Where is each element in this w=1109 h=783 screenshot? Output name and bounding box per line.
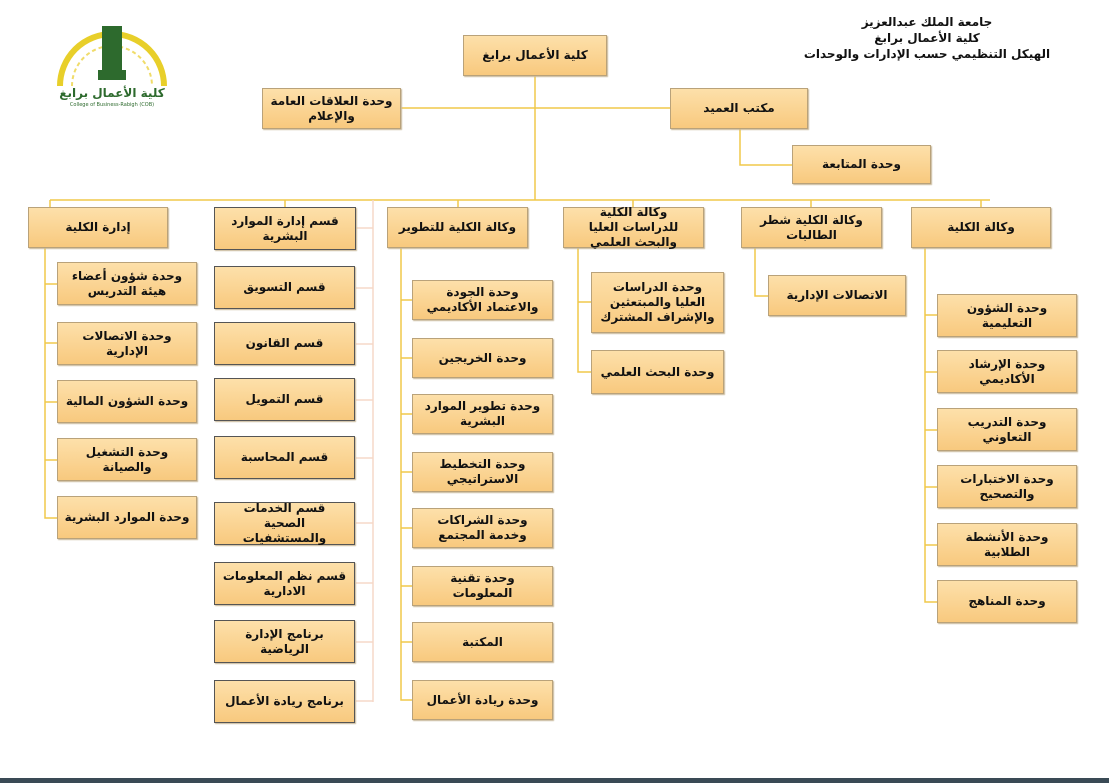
departments-unit-box: برنامج ريادة الأعمال (214, 680, 355, 723)
vice-deanship-female-box: وكالة الكلية شطر الطالبات (741, 207, 882, 248)
logo-emblem-icon (57, 26, 167, 87)
college-administration-box: إدارة الكلية (28, 207, 168, 248)
dean-office-box: مكتب العميد (670, 88, 808, 129)
vice-deanship-graduate-box: وكالة الكلية للدراسات العليا والبحث العل… (563, 205, 704, 249)
development-unit-box: المكتبة (412, 622, 553, 662)
departments-unit-box: قسم المحاسبة (214, 436, 355, 479)
vice-unit-box: وحدة الأنشطة الطلابية (937, 523, 1077, 566)
development-unit-box: وحدة تطوير الموارد البشرية (412, 394, 553, 434)
bottom-border (0, 778, 1109, 783)
logo-english-text: College of Business-Rabigh (COB) (69, 102, 155, 108)
departments-unit-box: قسم القانون (214, 322, 355, 365)
development-unit-box: وحدة التخطيط الاستراتيجي (412, 452, 553, 492)
graduate-unit-box: وحدة البحث العلمي (591, 350, 724, 394)
vice-unit-box: وحدة التدريب التعاوني (937, 408, 1077, 451)
vice-unit-box: وحدة الإرشاد الأكاديمي (937, 350, 1077, 393)
development-unit-box: وحدة تقنية المعلومات (412, 566, 553, 606)
development-unit-box: وحدة ريادة الأعمال (412, 680, 553, 720)
departments-unit-box: قسم نظم المعلومات الادارية (214, 562, 355, 605)
female-unit-box: الاتصالات الإدارية (768, 275, 906, 316)
university-name: جامعة الملك عبدالعزيز (861, 15, 993, 29)
vice-unit-box: وحدة الاختبارات والتصحيح (937, 465, 1077, 508)
departments-unit-box: برنامج الإدارة الرياضية (214, 620, 355, 663)
college-name: كلية الأعمال برابغ (874, 31, 980, 45)
admin-unit-box: وحدة شؤون أعضاء هيئة التدريس (57, 262, 197, 305)
college-logo: كلية الأعمال برابغ College of Business-R… (52, 8, 172, 108)
vice-unit-box: وحدة المناهج (937, 580, 1077, 623)
departments-unit-box: قسم الخدمات الصحية والمستشفيات (214, 501, 355, 545)
admin-unit-box: وحدة الشؤون المالية (57, 380, 197, 423)
admin-unit-box: وحدة التشغيل والصيانة (57, 438, 197, 481)
development-unit-box: وحدة الشراكات وخدمة المجتمع (412, 508, 553, 548)
hr-management-department-box: قسم إدارة الموارد البشرية (214, 207, 356, 250)
development-unit-box: وحدة الخريجين (412, 338, 553, 378)
vice-unit-box: وحدة الشؤون التعليمية (937, 294, 1077, 337)
follow-up-box: وحدة المتابعة (792, 145, 931, 184)
logo-arabic-text: كلية الأعمال برابغ (59, 86, 165, 100)
vice-deanship-development-box: وكالة الكلية للتطوير (387, 207, 528, 248)
vice-deanship-box: وكالة الكلية (911, 207, 1051, 248)
departments-unit-box: قسم التسويق (214, 266, 355, 309)
admin-unit-box: وحدة الموارد البشرية (57, 496, 197, 539)
root-box: كلية الأعمال برابغ (463, 35, 607, 76)
document-header: جامعة الملك عبدالعزيز كلية الأعمال برابغ… (797, 14, 1057, 62)
departments-unit-box: قسم التمويل (214, 378, 355, 421)
graduate-unit-box: وحدة الدراسات العليا والمبتعثين والإشراف… (591, 272, 724, 333)
development-unit-box: وحدة الجودة والاعتماد الأكاديمي (412, 280, 553, 320)
admin-unit-box: وحدة الاتصالات الإدارية (57, 322, 197, 365)
chart-title: الهيكل التنظيمي حسب الإدارات والوحدات (803, 47, 1051, 61)
public-relations-box: وحدة العلاقات العامة والإعلام (262, 88, 401, 129)
